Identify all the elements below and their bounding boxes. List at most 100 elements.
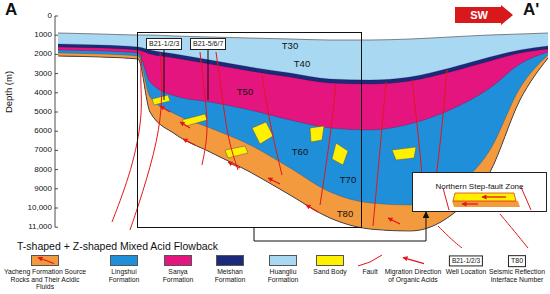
well-label-box: B21-5/6/7 — [190, 38, 226, 50]
depth-tick-label: 8000 — [34, 165, 52, 174]
sand-body — [252, 122, 273, 144]
depth-tick — [55, 227, 58, 228]
label-anchor: 10,000 — [28, 204, 52, 213]
migration-arrow — [228, 162, 240, 168]
formation-layer — [58, 33, 548, 231]
migration-arrow — [388, 218, 400, 224]
migration-arrow — [306, 205, 318, 212]
depth-tick — [55, 92, 58, 93]
horizon-label: T70 — [340, 175, 356, 185]
legend-text: Fault — [353, 268, 387, 276]
label-anchor: 7000 — [34, 146, 52, 155]
legend-swatch — [164, 255, 192, 266]
sand-body — [453, 193, 516, 201]
depth-tick — [55, 73, 58, 74]
zoom-caption: T-shaped + Z-shaped Mixed Acid Flowback — [17, 241, 218, 253]
legend-swatch — [316, 255, 344, 266]
fault-line — [438, 226, 462, 248]
seafloor-line — [58, 33, 548, 40]
inset-ground — [412, 172, 547, 212]
direction-label: SW — [470, 5, 488, 25]
section-end-label: A' — [523, 1, 539, 20]
well-name: B21-1/2/3 — [149, 40, 179, 48]
well-name: B21-5/6/7 — [193, 40, 223, 48]
label-anchor: T80 — [337, 209, 353, 219]
migration-arrow — [268, 178, 280, 184]
label-anchor: 8000 — [34, 165, 52, 174]
depth-tick — [55, 112, 58, 113]
fault-line — [373, 82, 386, 226]
legend-text: Meishan Formation — [204, 268, 256, 283]
horizon-line — [58, 50, 548, 130]
label-anchor: 4000 — [34, 88, 52, 97]
legend-arrow — [403, 258, 424, 264]
migration-arrow — [180, 122, 190, 128]
label-anchor: T70 — [340, 175, 356, 185]
migration-arrow — [482, 196, 506, 197]
label-anchor: T50 — [237, 87, 253, 97]
depth-tick-label: 10,000 — [28, 204, 52, 213]
depth-tick — [55, 150, 58, 151]
direction-arrow: SW — [455, 5, 513, 25]
legend-swatch — [269, 255, 297, 266]
sand-body — [332, 143, 348, 165]
legend-arrow — [38, 258, 54, 264]
well-label-box: B21-1/2/3 — [146, 38, 182, 50]
sand-body — [310, 126, 324, 142]
section-end-label: A — [5, 1, 17, 20]
horizon-label: T40 — [294, 59, 310, 69]
depth-tick-label: 3000 — [34, 69, 52, 78]
legend-text: Yacheng Formation Source Rocks and Their… — [3, 268, 87, 291]
source-rock — [452, 201, 520, 207]
label-anchor: Depth (m) — [4, 71, 14, 113]
legend-fault — [358, 255, 382, 266]
depth-tick-label: 7000 — [34, 146, 52, 155]
inset-title: Northern Step-fault Zone — [435, 183, 523, 192]
label-anchor: T30 — [282, 41, 298, 51]
depth-tick — [55, 54, 58, 55]
fault-line — [500, 214, 528, 248]
depth-tick — [55, 16, 58, 17]
label-anchor: 11,000 — [28, 223, 52, 232]
legend-text: Seismic Reflection Interface Number — [487, 268, 547, 283]
migration-arrow — [183, 139, 195, 145]
horizon-label: T60 — [292, 147, 308, 157]
zoom-frame: T-shaped + Z-shaped Mixed Acid FlowbackB… — [137, 32, 362, 228]
sand-body — [392, 147, 416, 160]
label-anchor: T40 — [294, 59, 310, 69]
horizon-label: T50 — [237, 87, 253, 97]
label-anchor: A — [5, 1, 17, 20]
horizon-label: T30 — [282, 41, 298, 51]
depth-tick-label: 6000 — [34, 127, 52, 136]
depth-axis — [55, 16, 56, 227]
label-anchor: T80 — [508, 255, 526, 267]
depth-tick — [55, 188, 58, 189]
legend-text: Sand Body — [309, 268, 351, 276]
legend-swatch — [216, 255, 244, 266]
label-anchor: T60 — [292, 147, 308, 157]
label-anchor: 9000 — [34, 184, 52, 193]
horizon-label: T80 — [337, 209, 353, 219]
depth-tick-label: 11,000 — [28, 223, 52, 232]
legend-text: Lingshui Formation — [96, 268, 152, 283]
arrow-body — [455, 5, 513, 25]
fault-line — [130, 52, 162, 230]
depth-tick — [55, 35, 58, 36]
formation-layer — [58, 53, 548, 231]
depth-tick-label: 2000 — [34, 50, 52, 59]
depth-tick-label: 5000 — [34, 108, 52, 117]
label-anchor: 3000 — [34, 69, 52, 78]
fault-line — [320, 84, 336, 205]
basin-base — [58, 56, 548, 231]
label-anchor: A' — [523, 1, 539, 20]
depth-tick-label: 1000 — [34, 31, 52, 40]
depth-tick — [55, 208, 58, 209]
legend-text: Sanya Formation — [153, 268, 203, 283]
depth-tick — [55, 131, 58, 132]
axis-title: Depth (m) — [4, 71, 14, 113]
sand-body — [182, 114, 207, 126]
well-line — [164, 50, 165, 100]
label-anchor: B21-1/2/3 — [449, 255, 483, 266]
formation-layer — [58, 44, 548, 231]
formation-layer — [58, 50, 548, 231]
